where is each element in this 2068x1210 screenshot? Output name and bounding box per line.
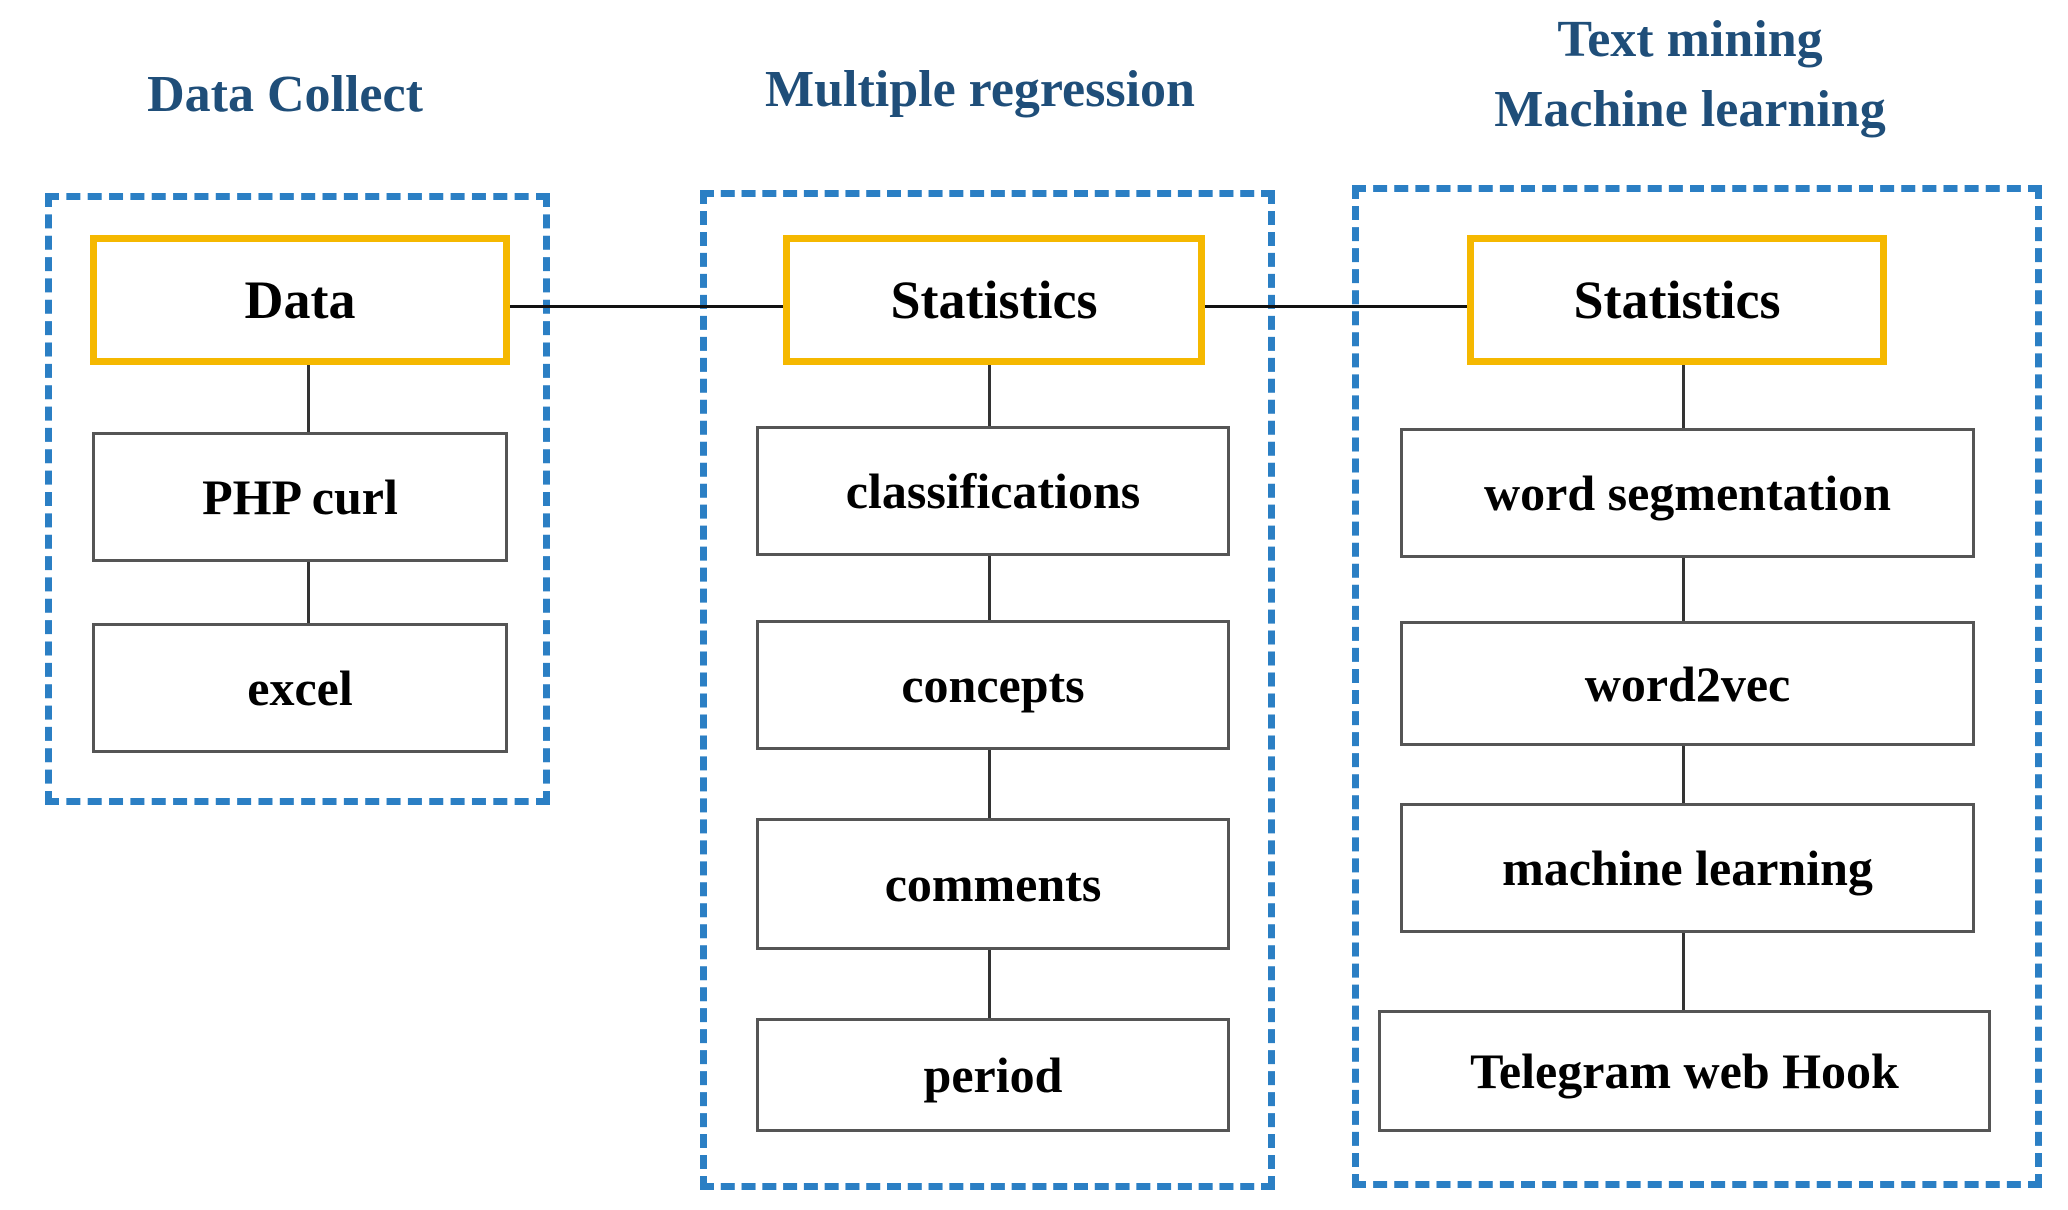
node-statistics-regression: Statistics (783, 235, 1205, 365)
connector-line (988, 950, 991, 1020)
node-word2vec: word2vec (1400, 621, 1975, 746)
group-data-collect (45, 193, 550, 805)
group-multiple-regression (700, 190, 1275, 1190)
heading-multiple-regression: Multiple regression (765, 61, 1195, 118)
connector-line (988, 364, 991, 428)
connector-line (1682, 557, 1685, 623)
heading-data-collect: Data Collect (147, 66, 423, 123)
connector-line (1682, 745, 1685, 805)
heading-text-mining: Text mining (1557, 11, 1823, 68)
node-word-segmentation: word segmentation (1400, 428, 1975, 558)
node-excel: excel (92, 623, 508, 753)
connector-line (307, 364, 310, 434)
connector-line (988, 750, 991, 818)
node-statistics-textmining: Statistics (1467, 235, 1887, 365)
connector-data-to-statistics (508, 305, 788, 308)
heading-machine-learning: Machine learning (1494, 81, 1886, 138)
connector-line (1682, 932, 1685, 1012)
connector-statistics-to-statistics (1205, 305, 1477, 308)
node-data: Data (90, 235, 510, 365)
node-php-curl: PHP curl (92, 432, 508, 562)
node-concepts: concepts (756, 620, 1230, 750)
node-machine-learning: machine learning (1400, 803, 1975, 933)
group-text-mining (1352, 185, 2042, 1188)
connector-line (1682, 364, 1685, 430)
node-telegram-web-hook: Telegram web Hook (1378, 1010, 1991, 1132)
connector-line (307, 562, 310, 626)
connector-line (988, 556, 991, 620)
node-classifications: classifications (756, 426, 1230, 556)
node-comments: comments (756, 818, 1230, 950)
node-period: period (756, 1018, 1230, 1132)
